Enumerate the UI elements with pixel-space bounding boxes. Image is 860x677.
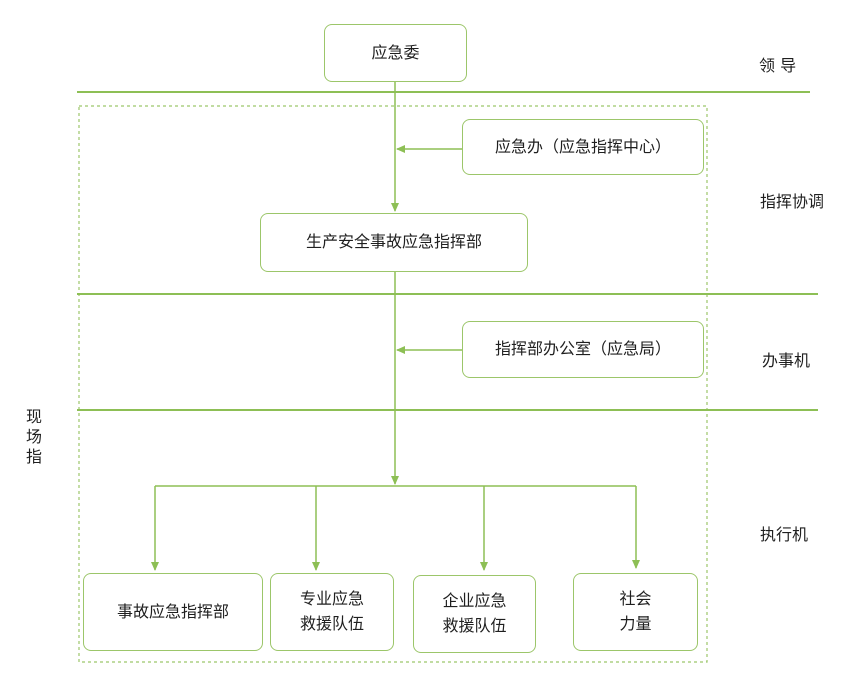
node-production-safety-hq: 生产安全事故应急指挥部	[260, 213, 528, 272]
node-emergency-office: 应急办（应急指挥中心）	[462, 119, 704, 175]
side-label-field-command: 现 场 指	[25, 407, 42, 466]
node-emergency-committee: 应急委	[324, 24, 467, 82]
node-accident-hq: 事故应急指挥部	[83, 573, 263, 651]
level-label-office-agency: 办事机	[762, 351, 811, 370]
node-social-force: 社会 力量	[573, 573, 698, 651]
level-label-leadership: 领 导	[759, 56, 797, 75]
node-hq-office: 指挥部办公室（应急局）	[462, 321, 704, 378]
level-label-execution-agency: 执行机	[760, 525, 809, 544]
field-command-dashed-frame	[78, 105, 708, 663]
level-label-command-coordination: 指挥协调	[760, 192, 825, 211]
node-professional-team: 专业应急 救援队伍	[270, 573, 394, 651]
node-enterprise-team: 企业应急 救援队伍	[413, 575, 536, 653]
